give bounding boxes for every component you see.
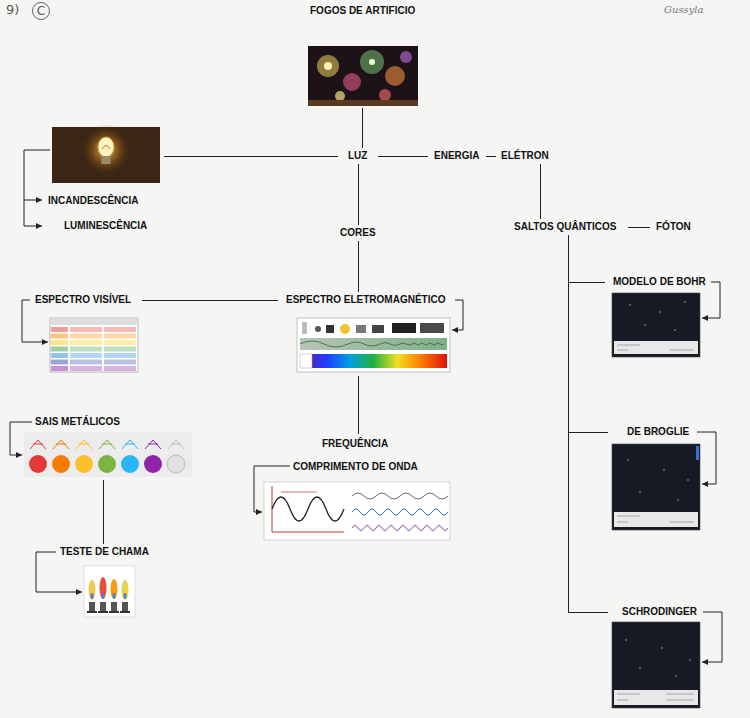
connector-line: [378, 156, 428, 157]
concept-label: ESPECTRO VISÍVEL: [35, 294, 131, 306]
concept-node: FREQUÊNCIA COMPRIMENTO DE ONDA: [258, 434, 452, 542]
connector-line: [540, 164, 541, 219]
concept-node: FÓTON: [650, 219, 696, 235]
concept-label: LUMINESCÊNCIA: [64, 220, 147, 232]
concept-node: DE BROGLIE: [608, 424, 708, 534]
concept-node: SCHRODINGER: [608, 604, 712, 712]
spectrum-table: [50, 318, 138, 372]
handwritten-note: C: [32, 2, 50, 20]
concept-label: SAIS METÁLICOS: [35, 416, 120, 428]
connector-line: [103, 480, 104, 544]
concept-label: LUZ: [348, 150, 367, 162]
connector-line: [142, 300, 278, 301]
connector-line: [358, 376, 359, 434]
concept-label: ELÉTRON: [501, 150, 549, 162]
concept-label: ENERGIA: [434, 150, 480, 162]
concept-node: ESPECTRO ELETROMAGNÉTICO: [278, 292, 454, 376]
concept-label: SCHRODINGER: [622, 606, 697, 618]
connector-line: [486, 156, 496, 157]
concept-label: SALTOS QUÂNTICOS: [514, 221, 616, 233]
wave-graph: [264, 482, 450, 540]
bracket-arrow: [10, 150, 722, 662]
simulator-screenshot: [612, 622, 700, 708]
simulator-screenshot: [612, 293, 700, 357]
connector-line: [362, 108, 363, 148]
concept-label: FÓTON: [656, 221, 691, 233]
connector-line: [569, 235, 606, 283]
concept-node: SALTOS QUÂNTICOS: [502, 219, 628, 235]
lamp-photo: [52, 124, 160, 183]
concept-node: SAIS METÁLICOS: [20, 414, 194, 480]
flame-test-picture: [84, 566, 135, 617]
simulator-screenshot: [612, 444, 700, 530]
concept-label: COMPRIMENTO DE ONDA: [293, 461, 418, 473]
concept-label: FOGOS DE ARTIFICIO: [310, 5, 415, 17]
concept-node: MODELO DE BOHR: [605, 274, 713, 360]
concept-label: FREQUÊNCIA: [322, 438, 388, 450]
connector-line: [164, 156, 338, 157]
concept-label: INCANDESCÊNCIA: [48, 195, 139, 207]
handwritten-note: Gussyla: [664, 4, 704, 15]
salt-flames-picture: [24, 432, 192, 477]
concept-label: ESPECTRO ELETROMAGNÉTICO: [286, 294, 445, 306]
concept-label: CORES: [340, 227, 376, 239]
connector-line: [628, 227, 650, 228]
concept-node: CORES: [336, 225, 380, 241]
connector-line: [358, 241, 359, 292]
connector-line: [569, 235, 609, 433]
connector-line: [569, 235, 609, 613]
connector-line: [358, 164, 359, 225]
concept-label: MODELO DE BOHR: [613, 276, 706, 288]
concept-node: TESTE DE CHAMA: [56, 544, 154, 620]
concept-node: ENERGIA: [428, 148, 486, 164]
concept-node: FOGOS DE ARTIFICIO: [300, 2, 425, 108]
concept-node: ESPECTRO VISÍVEL: [30, 292, 142, 376]
fireworks-photo: [308, 46, 418, 106]
concept-node: LUZ: [338, 148, 378, 164]
concept-node: ELÉTRON: [496, 148, 554, 164]
em-spectrum-picture: [297, 318, 450, 372]
concept-node: INCANDESCÊNCIA LUMINESCÊNCIA: [44, 125, 164, 235]
concept-label: TESTE DE CHAMA: [60, 546, 149, 558]
concept-label: DE BROGLIE: [627, 426, 689, 438]
handwritten-note: 9): [6, 2, 19, 17]
